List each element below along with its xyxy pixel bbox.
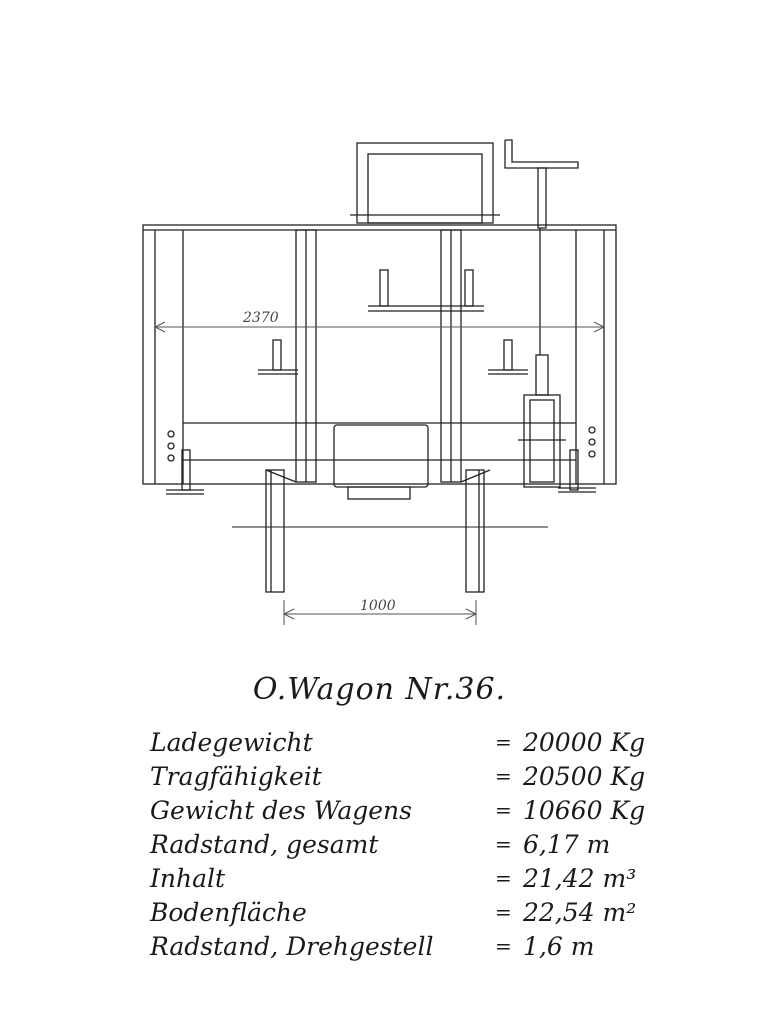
spec-value: 21,42 m³ bbox=[523, 864, 637, 893]
spec-row: Bodenfläche = 22,54 m² bbox=[150, 898, 650, 932]
side-steps bbox=[166, 449, 596, 495]
bolt-holes bbox=[167, 426, 596, 462]
spec-equals: = bbox=[495, 866, 512, 890]
stake-brackets bbox=[258, 269, 528, 375]
spec-value: 20500 Kg bbox=[523, 762, 646, 791]
hand-brake-handle bbox=[504, 139, 579, 229]
brake-spindle bbox=[518, 228, 566, 488]
spec-value: 1,6 m bbox=[523, 932, 595, 961]
spec-value: 20000 Kg bbox=[523, 728, 646, 757]
bogie-wheels bbox=[232, 469, 548, 593]
spec-row: Tragfähigkeit = 20500 Kg bbox=[150, 762, 650, 796]
spec-row: Gewicht des Wagens = 10660 Kg bbox=[150, 796, 650, 830]
spec-label: Tragfähigkeit bbox=[150, 762, 322, 791]
spec-label: Radstand, gesamt bbox=[150, 830, 379, 859]
spec-equals: = bbox=[495, 764, 512, 788]
spec-label: Radstand, Drehgestell bbox=[150, 932, 434, 961]
spec-value: 22,54 m² bbox=[523, 898, 637, 927]
spec-equals: = bbox=[495, 934, 512, 958]
brake-stand-frame bbox=[350, 142, 500, 224]
wagon-title: O.Wagon Nr.36. bbox=[252, 672, 507, 707]
spec-row: Inhalt = 21,42 m³ bbox=[150, 864, 650, 898]
spec-label: Bodenfläche bbox=[150, 898, 307, 927]
width-dimension-label: 2370 bbox=[242, 310, 279, 326]
spec-equals: = bbox=[495, 798, 512, 822]
spec-equals: = bbox=[495, 832, 512, 856]
spec-equals: = bbox=[495, 730, 512, 754]
wagon-end-view-drawing: 2370 1000 bbox=[142, 139, 617, 625]
spec-table: Ladegewicht = 20000 Kg Tragfähigkeit = 2… bbox=[150, 728, 650, 966]
spec-row: Radstand, gesamt = 6,17 m bbox=[150, 830, 650, 864]
width-dimension-line bbox=[153, 321, 606, 333]
spec-row: Radstand, Drehgestell = 1,6 m bbox=[150, 932, 650, 966]
spec-row: Ladegewicht = 20000 Kg bbox=[150, 728, 650, 762]
spec-label: Ladegewicht bbox=[150, 728, 313, 757]
gauge-dimension-label: 1000 bbox=[360, 598, 396, 614]
spec-value: 6,17 m bbox=[523, 830, 611, 859]
spec-value: 10660 Kg bbox=[523, 796, 646, 825]
spec-label: Gewicht des Wagens bbox=[150, 796, 412, 825]
center-coupler-box bbox=[333, 424, 429, 500]
spec-equals: = bbox=[495, 900, 512, 924]
wagon-body bbox=[142, 224, 617, 485]
spec-label: Inhalt bbox=[150, 864, 226, 893]
gauge-dimension-line bbox=[282, 600, 478, 625]
corner-stakes bbox=[295, 229, 462, 483]
